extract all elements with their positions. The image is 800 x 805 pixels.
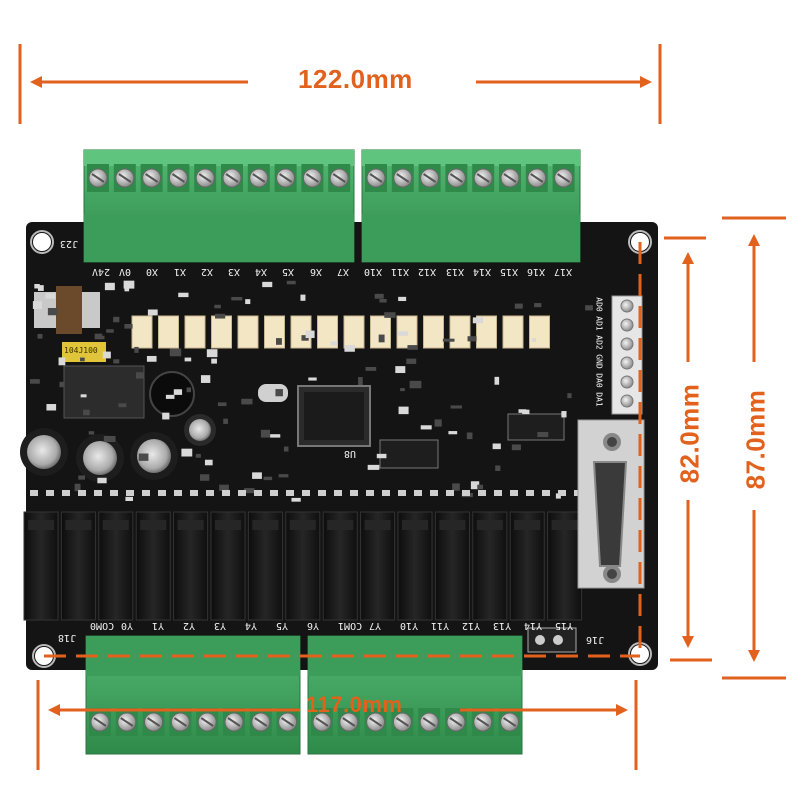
side-terminal-label: AD2	[594, 335, 604, 350]
terminal-label: 0V	[119, 266, 132, 277]
inner-height-label: 82.0mm	[674, 383, 705, 484]
side-terminal-label: DA0	[594, 373, 604, 388]
terminal-label: Y3	[214, 620, 227, 631]
crystal	[258, 384, 288, 402]
outer-height-label: 87.0mm	[740, 389, 771, 490]
terminal-label: X12	[418, 266, 437, 277]
terminal-label: Y15	[555, 620, 574, 631]
terminal-label: X13	[445, 266, 464, 277]
optocoupler-row	[131, 315, 550, 349]
electrolytic-capacitors	[20, 414, 216, 482]
terminal-label: X2	[200, 266, 213, 277]
top-width-label: 122.0mm	[298, 64, 413, 94]
terminal-label: COM0	[90, 620, 115, 631]
terminal-label: X0	[146, 266, 159, 277]
terminal-label: X14	[472, 266, 491, 277]
terminal-label: Y1	[152, 620, 165, 631]
bottom-terminal-screws	[89, 708, 521, 736]
bottom-terminal-block-left	[85, 635, 301, 755]
side-terminal-screws	[620, 299, 634, 408]
terminal-label: X17	[554, 266, 573, 277]
terminal-label: X10	[364, 266, 383, 277]
terminal-label: Y14	[524, 620, 543, 631]
terminal-label: X15	[500, 266, 519, 277]
terminal-label: Y4	[245, 620, 258, 631]
relay-row	[23, 511, 583, 621]
db9-serial-port	[577, 419, 645, 589]
regulator	[63, 365, 145, 419]
terminal-label: 24V	[92, 266, 111, 277]
film-capacitor-marking: 104J100	[64, 346, 98, 355]
u8-label: U8	[344, 448, 357, 459]
terminal-label: X5	[282, 266, 295, 277]
bottom-width-label: 117.0mm	[306, 692, 403, 717]
terminal-label: Y11	[431, 620, 450, 631]
terminal-label: Y6	[307, 620, 320, 631]
terminal-label: X16	[527, 266, 546, 277]
j18-label: J18	[58, 632, 77, 643]
terminal-label: Y12	[462, 620, 481, 631]
side-terminal-label: DA1	[594, 392, 604, 407]
terminal-label: Y13	[493, 620, 512, 631]
terminal-label: X11	[391, 266, 410, 277]
mounting-holes	[30, 230, 652, 668]
terminal-label: X7	[336, 266, 349, 277]
ic-u8	[379, 439, 439, 469]
terminal-label: X1	[173, 266, 186, 277]
terminal-label: Y5	[276, 620, 289, 631]
ic-right	[507, 413, 565, 441]
terminal-label: Y2	[183, 620, 196, 631]
dimension-lines	[18, 44, 786, 770]
side-terminal-block	[611, 295, 643, 415]
terminal-label: Y7	[369, 620, 382, 631]
side-terminal-label: AD0	[594, 297, 604, 312]
terminal-label: Y0	[121, 620, 134, 631]
j16-label: J16	[586, 634, 605, 645]
side-terminal-label: GND	[594, 354, 604, 369]
j23-label: J23	[60, 238, 79, 249]
side-terminal-label: AD1	[594, 316, 604, 331]
terminal-label: X3	[228, 266, 241, 277]
j16-jumper	[527, 627, 577, 653]
terminal-label: Y10	[400, 620, 419, 631]
terminal-label: COM1	[338, 620, 363, 631]
terminal-label: X6	[309, 266, 322, 277]
terminal-label: X4	[255, 266, 268, 277]
smd-components	[30, 280, 598, 502]
top-terminal-screws	[87, 164, 575, 192]
film-capacitor	[62, 342, 106, 362]
buzzer	[149, 371, 195, 417]
